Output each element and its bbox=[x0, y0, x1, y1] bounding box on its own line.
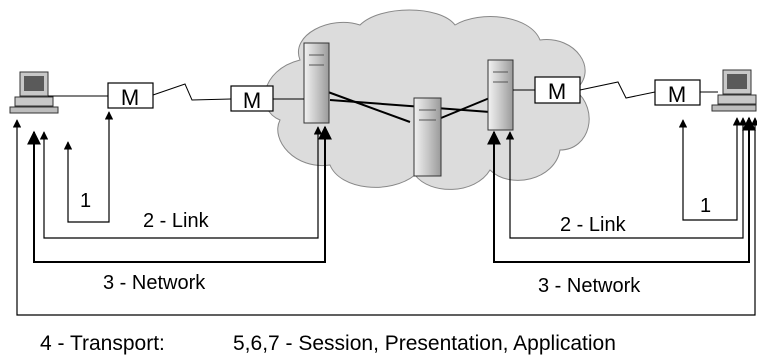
modem-4: M bbox=[654, 79, 701, 107]
modem-3: M bbox=[534, 76, 581, 104]
router-right bbox=[487, 59, 514, 131]
router-middle bbox=[413, 97, 442, 177]
modem-1-label: M bbox=[121, 85, 139, 110]
cloud-link-1 bbox=[327, 91, 411, 123]
modem-3-label: M bbox=[548, 79, 566, 104]
upper-layers-label: 5,6,7 - Session, Presentation, Applicati… bbox=[233, 332, 616, 355]
transport-label: 4 - Transport: bbox=[40, 332, 165, 355]
layer3-right-label: 3 - Network bbox=[538, 275, 641, 297]
router-left bbox=[303, 42, 330, 124]
layer2-left-label: 2 - Link bbox=[143, 210, 210, 232]
modem-2: M bbox=[230, 85, 274, 113]
modem-2-label: M bbox=[243, 88, 261, 113]
layer3-right-path bbox=[487, 116, 756, 263]
computer-left-icon bbox=[9, 71, 59, 114]
layer1-left-label: 1 bbox=[80, 190, 91, 212]
layer2-right-label: 2 - Link bbox=[560, 214, 627, 236]
layer2-left-path bbox=[39, 126, 323, 239]
layer3-left-path bbox=[27, 125, 332, 263]
layer1-right-path bbox=[678, 117, 742, 221]
serial-line-right bbox=[579, 81, 656, 99]
cloud-link-2 bbox=[440, 96, 493, 119]
modem-4-label: M bbox=[668, 82, 686, 107]
layer1-left-path bbox=[63, 111, 114, 223]
layer4-transport-path bbox=[12, 117, 757, 316]
layer2-right-path bbox=[505, 117, 748, 239]
serial-line-left bbox=[152, 83, 232, 101]
layer3-left-label: 3 - Network bbox=[103, 272, 206, 294]
modem-1: M bbox=[107, 82, 154, 110]
computer-right-icon bbox=[711, 69, 757, 112]
layer1-right-label: 1 bbox=[700, 195, 711, 217]
cloud-link-3 bbox=[329, 99, 491, 113]
